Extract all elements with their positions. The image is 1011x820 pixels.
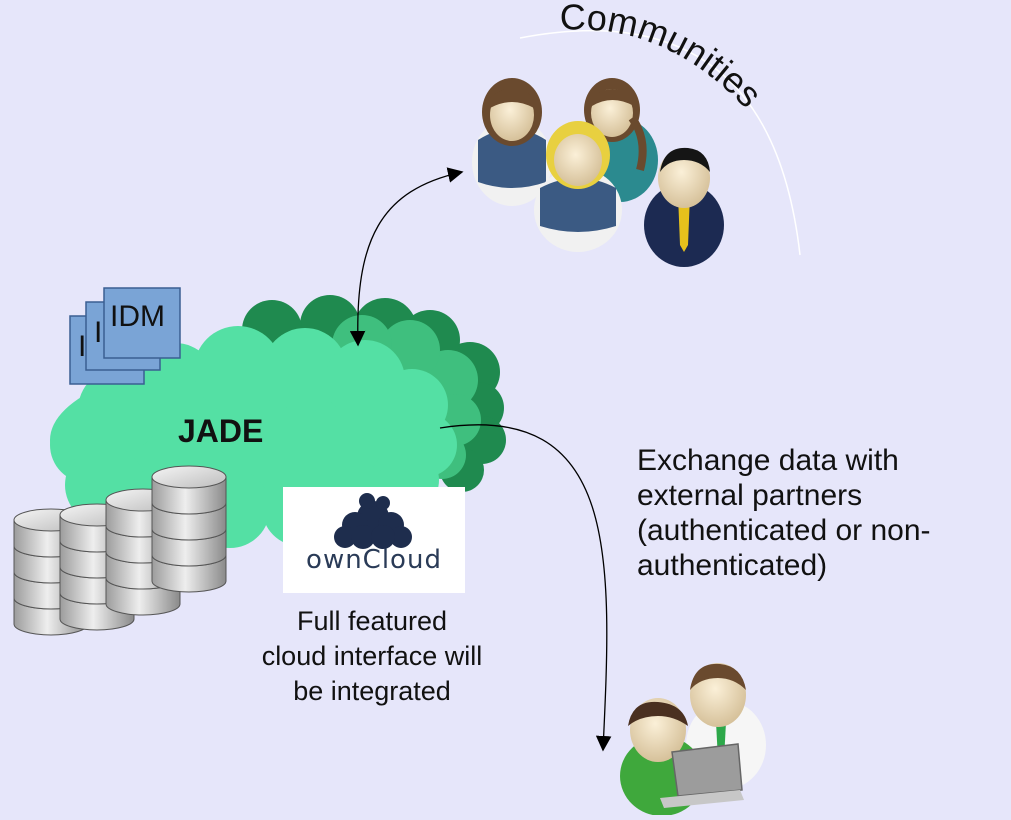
partners-note-line: authenticated) xyxy=(637,549,828,582)
partners-note-line: external partners xyxy=(637,479,863,512)
communities-arc xyxy=(519,29,801,256)
communities-exchange-arrow xyxy=(349,167,464,347)
people-group-icon xyxy=(472,78,724,267)
cloud-note-line: Full featured xyxy=(296,606,448,636)
database-stack-icon xyxy=(13,465,227,636)
document-stack-icon xyxy=(69,287,181,385)
jade-label: JADE xyxy=(178,413,264,449)
partners-exchange-arrow xyxy=(439,424,612,752)
idm-back-label-1: I xyxy=(78,330,87,363)
database-disk-cap xyxy=(151,465,227,489)
idm-front-label: IDM xyxy=(110,300,165,333)
owncloud-cloud-icon xyxy=(334,493,412,549)
partners-note-line: Exchange data with xyxy=(637,444,899,477)
external-partners-note: Exchange data with external partners (au… xyxy=(637,443,1007,583)
cloud-note-line: be integrated xyxy=(293,676,451,706)
owncloud-logo-icon: ownCloud xyxy=(283,487,465,593)
user-pair-laptop-icon xyxy=(620,663,766,816)
cloud-note-line: cloud interface will xyxy=(261,641,483,671)
partners-note-line: (authenticated or non- xyxy=(637,514,931,547)
cloud-interface-note: Full featured cloud interface will be in… xyxy=(232,604,512,709)
owncloud-wordmark: ownCloud xyxy=(306,545,442,575)
idm-back-label-2: I xyxy=(94,316,103,349)
